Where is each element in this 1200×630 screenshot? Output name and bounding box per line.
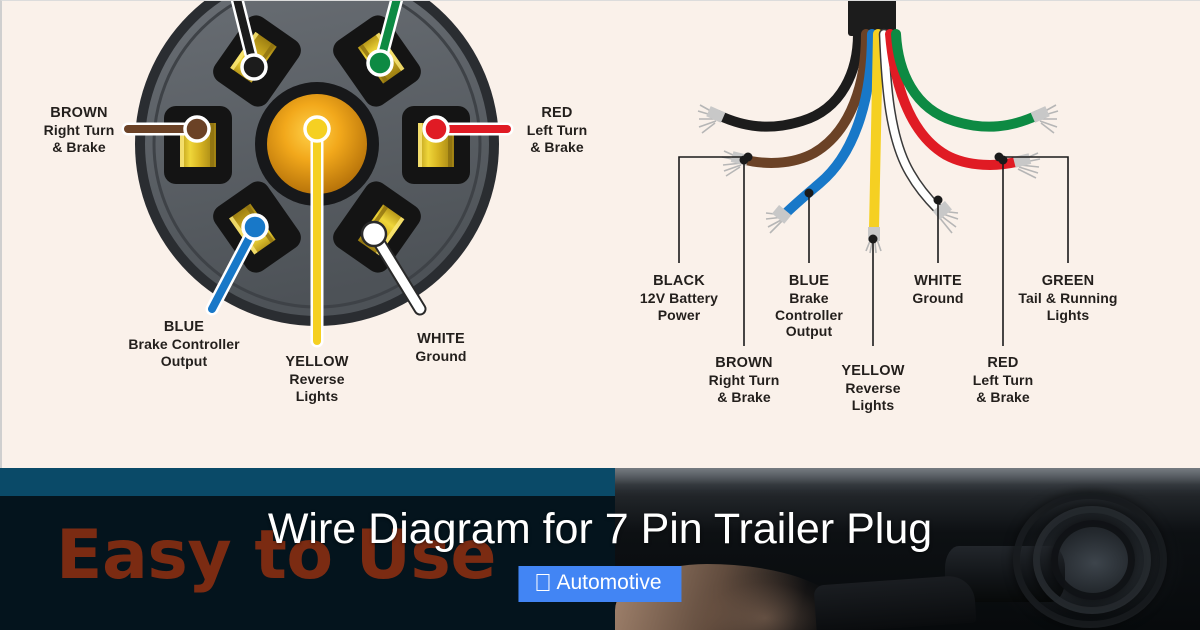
photo-socket-ring-outer	[1013, 492, 1167, 628]
label-left-yellow-color: YELLOW	[285, 354, 349, 370]
label-left-white-line1: Ground	[415, 348, 467, 365]
label-right-blue-line2: Controller	[775, 306, 843, 323]
label-left-brown: BROWN Right Turn & Brake	[16, 105, 142, 155]
label-left-white: WHITE Ground	[380, 331, 502, 365]
label-left-red-color: RED	[541, 105, 573, 121]
label-left-brown-line2: & Brake	[52, 138, 106, 155]
bottom-banner	[0, 468, 1200, 630]
category-badge-label: Automotive	[556, 571, 662, 594]
missing-glyph-box-icon	[536, 574, 550, 591]
harness-wire-green	[891, 29, 1059, 134]
label-right-blue-line3: Output	[785, 323, 833, 340]
label-left-blue-line2: Output	[160, 352, 208, 369]
page-title: Wire Diagram for 7 Pin Trailer Plug	[267, 505, 933, 553]
wire-brown-left	[121, 115, 211, 143]
photo-socket-ring-inner	[1051, 520, 1135, 600]
wiring-diagram-panel: BROWN Right Turn & Brake RED Left Turn &…	[0, 0, 1200, 468]
label-right-white: WHITE Ground	[888, 273, 988, 307]
label-right-red: RED Left Turn & Brake	[947, 355, 1059, 405]
wire-blue-left	[205, 213, 269, 316]
label-left-yellow: YELLOW Reverse Lights	[254, 354, 380, 404]
photo-socket-ring-mid	[1033, 506, 1151, 614]
leader-lines-top-row	[678, 156, 1069, 263]
label-right-black-color: BLACK	[653, 273, 705, 289]
connector-face-group	[121, 1, 514, 348]
banner-photo-trailer-plug	[615, 468, 1200, 630]
label-left-white-color: WHITE	[417, 331, 465, 347]
harness-wire-blue	[765, 29, 877, 234]
label-right-brown-color: BROWN	[715, 355, 773, 371]
banner-teal-band	[0, 468, 615, 496]
label-left-red-line1: Left Turn	[526, 122, 588, 139]
wire-yellow-left	[303, 115, 331, 348]
label-right-blue: BLUE Brake Controller Output	[759, 273, 859, 340]
label-right-blue-line1: Brake	[789, 290, 829, 307]
label-right-brown-line1: Right Turn	[708, 372, 780, 389]
label-left-brown-color: BROWN	[50, 105, 108, 121]
label-right-white-line1: Ground	[912, 290, 964, 307]
photo-plug-grip	[813, 574, 977, 630]
label-right-green-line1: Tail & Running	[1018, 290, 1118, 307]
label-left-red: RED Left Turn & Brake	[494, 105, 620, 155]
wire-white-left	[360, 220, 427, 316]
label-right-black-line1: 12V Battery	[639, 290, 719, 307]
label-right-black: BLACK 12V Battery Power	[619, 273, 739, 323]
label-right-brown: BROWN Right Turn & Brake	[684, 355, 804, 405]
label-right-white-color: WHITE	[914, 273, 962, 289]
photo-haze	[615, 468, 1200, 496]
label-left-yellow-line1: Reverse	[289, 371, 345, 388]
label-left-blue-color: BLUE	[163, 319, 205, 335]
label-left-blue-line1: Brake Controller	[128, 336, 240, 353]
label-right-red-line2: & Brake	[976, 388, 1030, 405]
label-left-blue: BLUE Brake Controller Output	[98, 319, 270, 369]
label-right-brown-line2: & Brake	[717, 388, 771, 405]
wiring-diagram-graphic	[121, 1, 1069, 348]
label-right-green: GREEN Tail & Running Lights	[997, 273, 1139, 323]
wire-red-left	[422, 115, 514, 143]
label-right-blue-color: BLUE	[788, 273, 830, 289]
label-right-yellow-line2: Lights	[851, 396, 895, 413]
label-right-yellow: YELLOW Reverse Lights	[818, 363, 928, 413]
label-left-red-line2: & Brake	[530, 138, 584, 155]
label-right-red-color: RED	[987, 355, 1019, 371]
label-right-green-line2: Lights	[1046, 306, 1090, 323]
harness-block	[848, 1, 896, 36]
label-right-red-line1: Left Turn	[972, 372, 1034, 389]
wire-green-left	[366, 1, 404, 77]
label-right-green-color: GREEN	[1041, 273, 1095, 289]
label-right-yellow-color: YELLOW	[841, 363, 905, 379]
harness-wire-black	[697, 29, 863, 134]
label-left-yellow-line2: Lights	[295, 387, 339, 404]
wire-harness-group	[678, 1, 1069, 346]
wire-black-left	[230, 1, 268, 81]
watermark-easy-to-use: Easy to Use	[56, 516, 497, 595]
label-right-black-line2: Power	[657, 306, 701, 323]
leader-dots-bottom-row	[739, 155, 1008, 244]
category-badge[interactable]: Automotive	[518, 566, 682, 603]
label-left-brown-line1: Right Turn	[43, 122, 115, 139]
banner-left-fill	[0, 496, 615, 630]
label-right-yellow-line1: Reverse	[845, 380, 901, 397]
leader-lines-bottom-row	[743, 160, 1004, 346]
